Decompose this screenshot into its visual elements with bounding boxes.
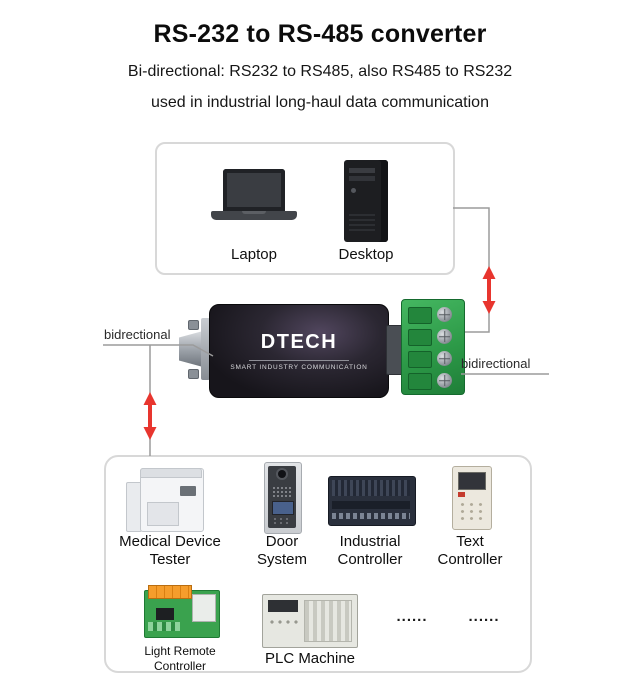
industrial-controller-strip-icon (332, 501, 410, 509)
door-system-label: Door System (256, 533, 307, 568)
db9-thumbscrew-top-icon (188, 320, 199, 330)
door-system-camera-icon (278, 470, 286, 478)
page-title: RS-232 to RS-485 converter (153, 20, 487, 48)
industrial-controller-terminals-icon (332, 513, 410, 519)
plc-machine-buttons-icon (268, 618, 298, 627)
terminal-block-icon (401, 299, 465, 395)
desktop-vents-icon (349, 214, 375, 234)
laptop-icon (223, 169, 285, 211)
laptop-label: Laptop (231, 246, 277, 263)
subtitle-line-2: used in industrial long-haul data commun… (151, 94, 489, 111)
medical-tester-panel-icon (147, 502, 179, 526)
terminal-screw-icon (437, 373, 452, 388)
medical-tester-label: Medical Device Tester (119, 533, 221, 568)
door-system-speaker-icon (272, 486, 292, 497)
door-system-screen-icon (272, 501, 294, 515)
plc-machine-slots-icon (304, 600, 352, 642)
db9-thumbscrew-bottom-icon (188, 369, 199, 379)
laptop-base-icon (211, 211, 297, 220)
medical-tester-top-icon (140, 468, 202, 478)
plc-machine-label: PLC Machine (264, 650, 356, 667)
terminal-slot-icon (408, 373, 432, 390)
converter-body: DTECH SMART INDUSTRY COMMUNICATION (209, 304, 389, 398)
more-devices-ellipsis: ...... (468, 608, 500, 625)
medical-tester-slot-icon (180, 486, 196, 496)
desktop-power-button-icon (351, 188, 356, 193)
light-remote-module-icon (192, 594, 216, 622)
brand-divider (249, 360, 349, 361)
light-remote-controller-label: Light Remote Controller (144, 644, 216, 673)
terminal-slot-icon (408, 351, 432, 368)
brand-logo: DTECH (260, 331, 338, 353)
subtitle-line-1: Bi-directional: RS232 to RS485, also RS4… (127, 63, 513, 80)
light-remote-chip-icon (156, 608, 174, 620)
plc-machine-display-icon (268, 600, 298, 612)
light-remote-terminals-icon (148, 585, 192, 599)
desktop-drive-bay-icon (349, 168, 375, 173)
source-devices-panel (155, 142, 455, 275)
text-controller-label: Text Controller (437, 533, 503, 568)
bidirectional-arrow-icon (143, 392, 157, 440)
terminal-screw-icon (437, 329, 452, 344)
text-controller-screen-icon (458, 472, 486, 490)
terminal-slot-icon (408, 307, 432, 324)
industrial-controller-fins-icon (332, 480, 410, 496)
terminal-slot-icon (408, 329, 432, 346)
text-controller-button-icon (458, 492, 465, 497)
right-direction-label: bidirectional (461, 356, 531, 371)
terminal-screw-icon (437, 307, 452, 322)
light-remote-connectors-icon (148, 622, 180, 631)
left-direction-label: bidrectional (104, 327, 171, 342)
bidirectional-arrow-icon (482, 266, 496, 314)
door-system-keypad-icon (272, 517, 292, 525)
desktop-label: Desktop (338, 246, 394, 263)
more-devices-ellipsis: ...... (396, 608, 428, 625)
laptop-notch-icon (242, 211, 266, 214)
terminal-screw-icon (437, 351, 452, 366)
text-controller-keys-icon (458, 501, 485, 522)
industrial-controller-label: Industrial Controller (337, 533, 403, 568)
desktop-drive-bay2-icon (349, 176, 375, 181)
brand-tagline: SMART INDUSTRY COMMUNICATION (230, 364, 368, 371)
